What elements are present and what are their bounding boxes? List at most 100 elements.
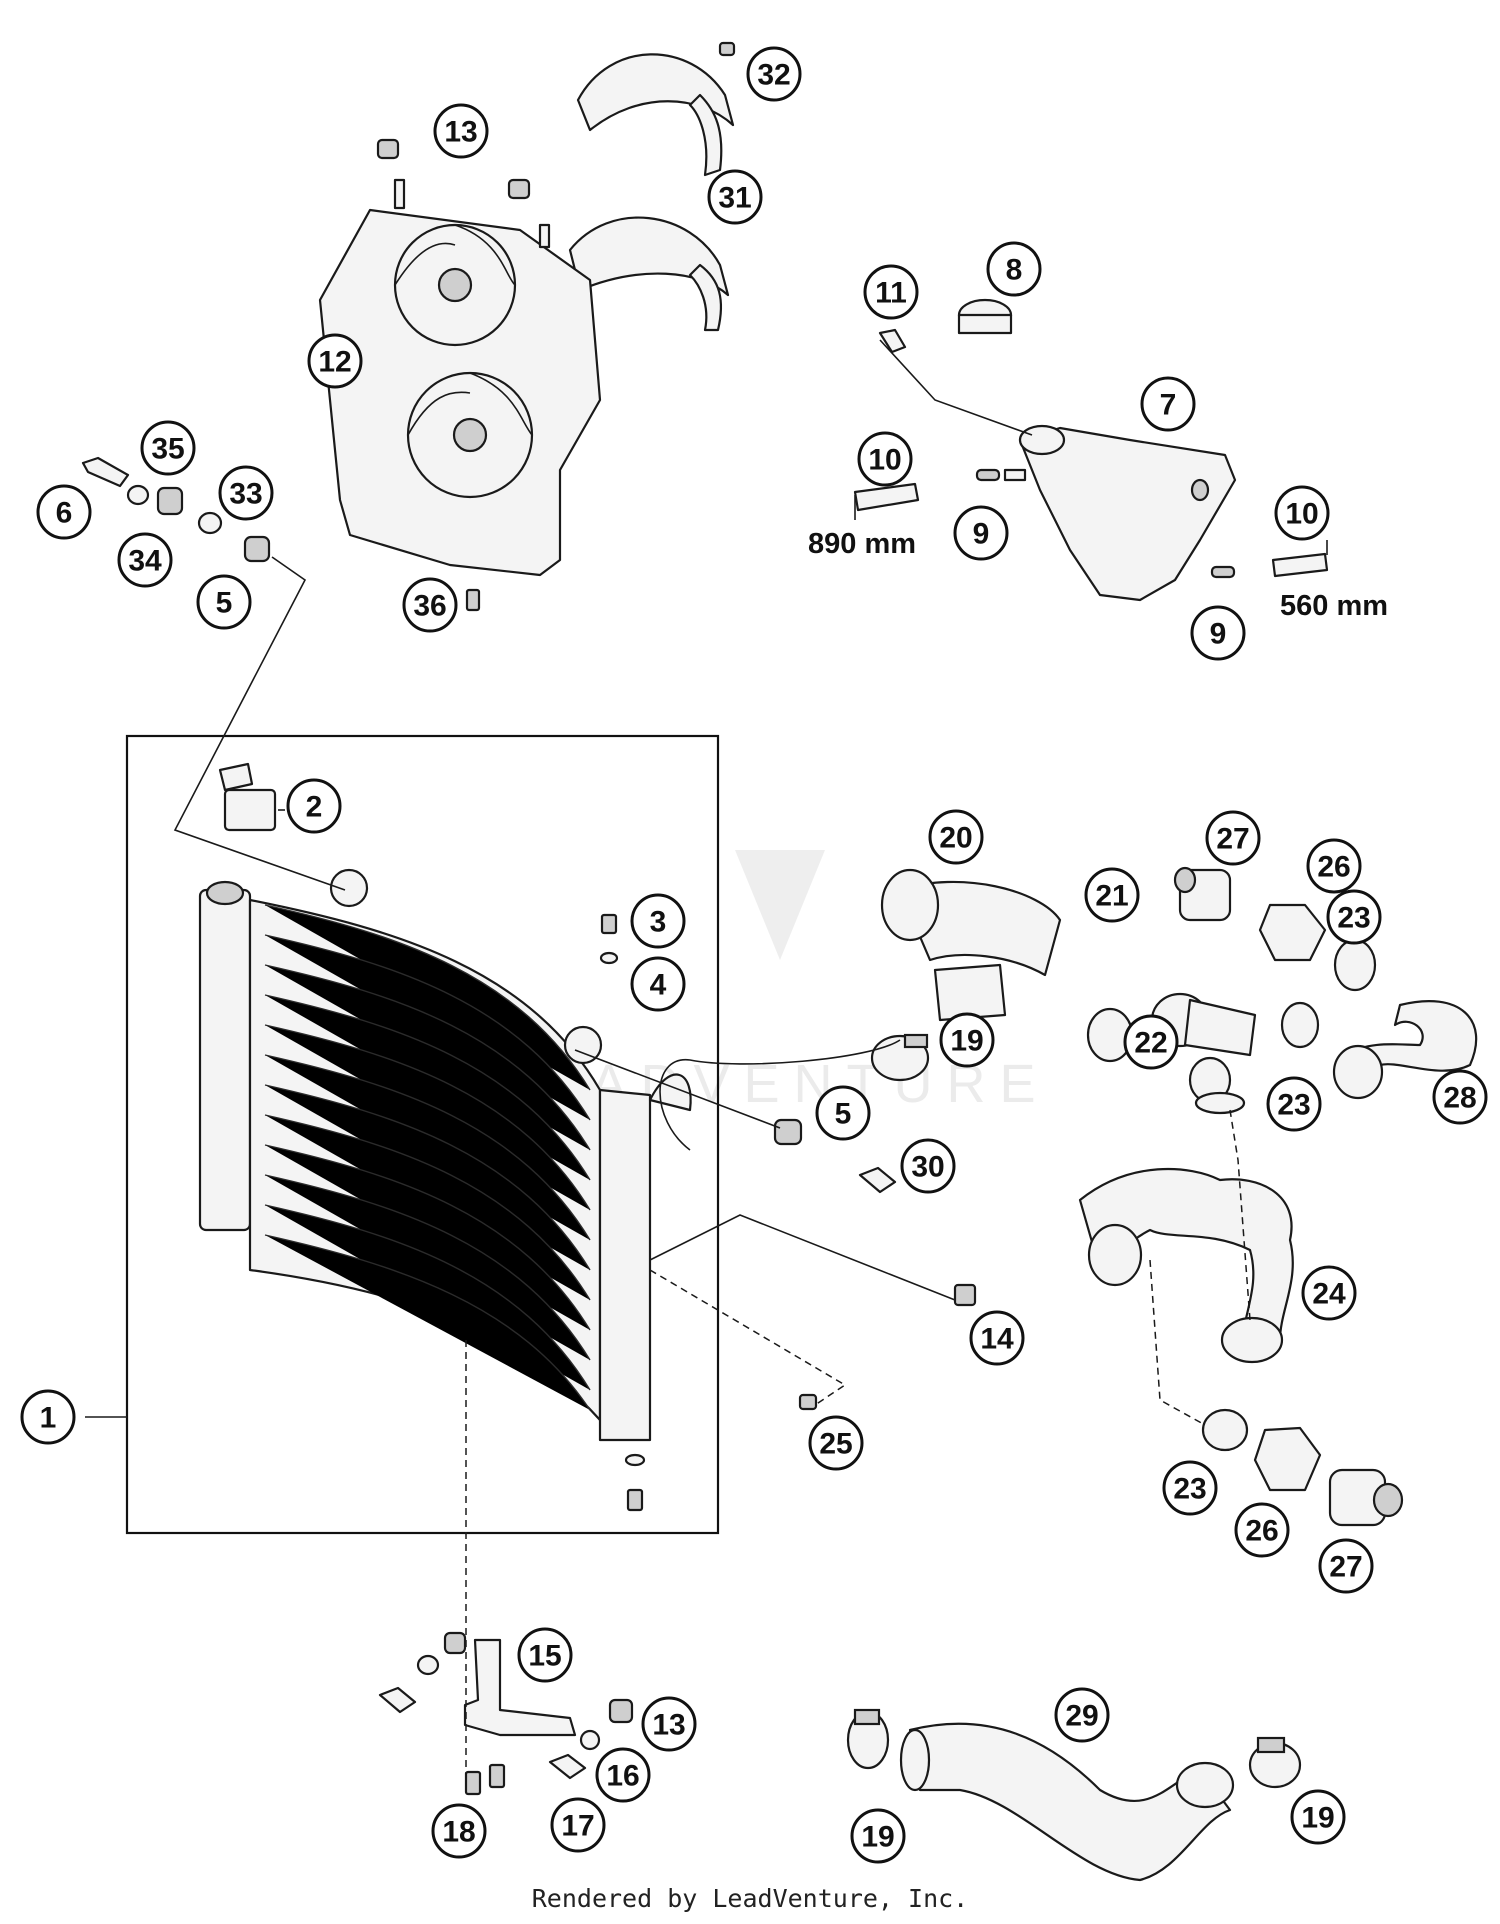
- screw-18-a: [464, 1770, 482, 1796]
- callout-36: 36: [402, 577, 458, 633]
- callout-9-right: 9: [1190, 605, 1246, 661]
- callout-25: 25: [808, 1415, 864, 1471]
- svg-text:21: 21: [1095, 880, 1128, 913]
- svg-text:7: 7: [1160, 389, 1177, 422]
- radiator: [198, 868, 692, 1442]
- callout-28: 28: [1432, 1069, 1488, 1125]
- svg-text:26: 26: [1245, 1515, 1278, 1548]
- callout-24: 24: [1301, 1265, 1357, 1321]
- svg-text:28: 28: [1443, 1082, 1476, 1115]
- callout-8: 8: [986, 241, 1042, 297]
- radiator-assembly-frame: [125, 734, 720, 1535]
- callout-13-bottom: 13: [641, 1696, 697, 1752]
- callout-10-right: 10: [1274, 485, 1330, 541]
- callout-13-top: 13: [433, 103, 489, 159]
- callout-2: 2: [286, 778, 342, 834]
- thermostat-27-bottom: [1328, 1468, 1404, 1527]
- svg-text:16: 16: [606, 1760, 639, 1793]
- svg-text:30: 30: [911, 1151, 944, 1184]
- svg-text:19: 19: [861, 1821, 894, 1854]
- callout-31: 31: [707, 169, 763, 225]
- svg-text:22: 22: [1134, 1027, 1167, 1060]
- screw-36: [465, 588, 481, 612]
- svg-text:26: 26: [1317, 851, 1350, 884]
- svg-text:34: 34: [128, 545, 162, 578]
- clamp-19-right: [1248, 1736, 1302, 1789]
- hose-29: [899, 1722, 1235, 1882]
- svg-text:3: 3: [650, 906, 667, 939]
- svg-text:29: 29: [1065, 1700, 1098, 1733]
- svg-text:23: 23: [1277, 1089, 1310, 1122]
- fan-cover-upper: [576, 53, 735, 177]
- callout-27-top: 27: [1205, 810, 1261, 866]
- svg-text:36: 36: [413, 590, 446, 623]
- expansion-tank: [1003, 424, 1237, 602]
- washer-16: [579, 1729, 601, 1751]
- callout-11: 11: [863, 264, 919, 320]
- grommet-34: [156, 486, 184, 516]
- hose-length-890: 890 mm: [808, 528, 916, 560]
- callout-1: 1: [20, 1389, 76, 1445]
- leader-lines: [85, 339, 1251, 1775]
- svg-text:14: 14: [980, 1323, 1014, 1356]
- callout-15: 15: [517, 1627, 573, 1683]
- callout-7: 7: [1140, 376, 1196, 432]
- svg-text:9: 9: [1210, 618, 1227, 651]
- screw-30: [858, 1166, 897, 1194]
- screw-3: [600, 913, 618, 935]
- svg-text:15: 15: [528, 1640, 561, 1673]
- svg-text:8: 8: [1006, 254, 1023, 287]
- clamp-23-bottom: [1201, 1408, 1249, 1452]
- radiator-fins: [264, 904, 591, 1411]
- bracket-15: [463, 1638, 577, 1737]
- callout-17: 17: [550, 1797, 606, 1853]
- sleeve-33: [197, 511, 223, 535]
- bolt-17: [548, 1753, 587, 1780]
- svg-text:19: 19: [950, 1025, 983, 1058]
- bolt-6: [81, 456, 130, 488]
- callout-23-mid: 23: [1266, 1076, 1322, 1132]
- svg-text:13: 13: [444, 116, 477, 149]
- svg-text:23: 23: [1337, 902, 1370, 935]
- svg-text:1: 1: [40, 1402, 57, 1435]
- washer-bottom: [624, 1453, 646, 1467]
- svg-text:20: 20: [939, 822, 972, 855]
- callout-22: 22: [1123, 1014, 1179, 1070]
- nut-13-top-right: [507, 178, 531, 200]
- screw-18-b: [488, 1763, 506, 1789]
- callout-9-left: 9: [953, 505, 1009, 561]
- callout-27-bottom: 27: [1318, 1538, 1374, 1594]
- clip-14: [953, 1283, 977, 1307]
- svg-text:23: 23: [1173, 1473, 1206, 1506]
- bolt-bracket-left: [378, 1686, 417, 1714]
- svg-text:13: 13: [652, 1709, 685, 1742]
- callout-18: 18: [431, 1803, 487, 1859]
- callout-19-left: 19: [850, 1808, 906, 1864]
- callout-20: 20: [928, 809, 984, 865]
- thermostat-27-top: [1173, 866, 1232, 922]
- callout-4: 4: [630, 956, 686, 1012]
- thermostat-housing-26-top: [1258, 903, 1327, 962]
- svg-text:35: 35: [151, 433, 184, 466]
- fan-shroud: [318, 178, 602, 577]
- callout-19-mid: 19: [939, 1012, 995, 1068]
- svg-text:19: 19: [1301, 1802, 1334, 1835]
- callout-21: 21: [1084, 867, 1140, 923]
- svg-text:4: 4: [650, 969, 667, 1002]
- svg-text:6: 6: [56, 497, 73, 530]
- hose-28: [1332, 1000, 1478, 1100]
- footer-credit: Rendered by LeadVenture, Inc.: [532, 1884, 969, 1913]
- clamp-19-mid: [870, 1033, 930, 1082]
- nut-bracket-top: [443, 1631, 467, 1655]
- callout-26-bottom: 26: [1234, 1502, 1290, 1558]
- thermostat-housing-26-bottom: [1253, 1426, 1322, 1492]
- clamp-23-low: [1194, 1091, 1246, 1115]
- hose-10-right: [1271, 540, 1329, 578]
- washer-bracket-left: [416, 1654, 440, 1676]
- svg-text:32: 32: [757, 59, 790, 92]
- callout-34: 34: [117, 532, 173, 588]
- callout-19-right: 19: [1290, 1789, 1346, 1845]
- clamp-19-left: [846, 1708, 890, 1770]
- callout-23-bottom: 23: [1162, 1460, 1218, 1516]
- callout-14: 14: [969, 1310, 1025, 1366]
